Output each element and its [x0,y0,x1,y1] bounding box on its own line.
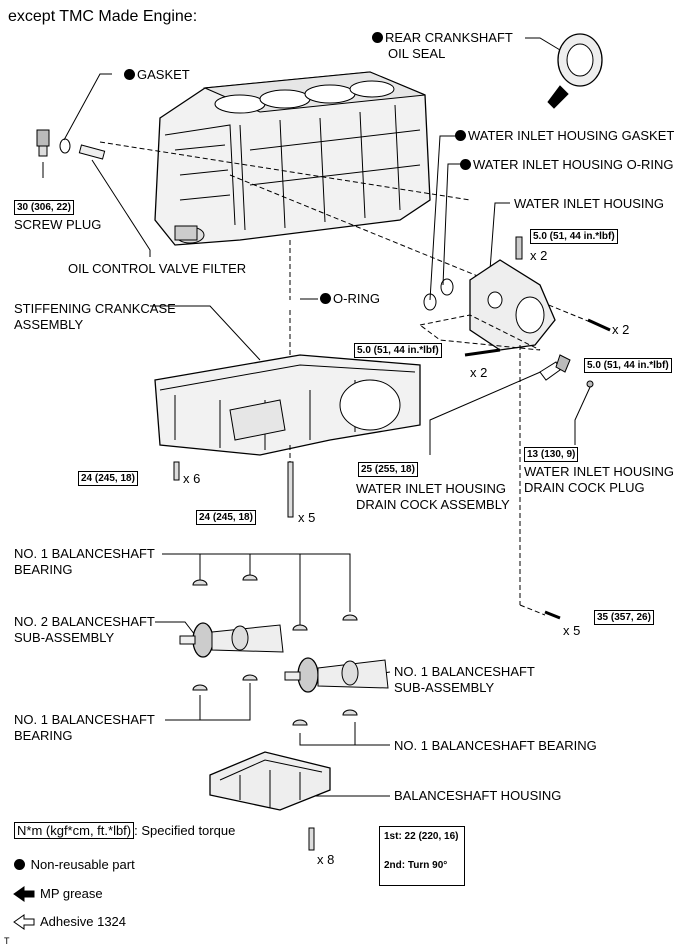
torque-housing-2nd: 2nd: Turn 90° [384,860,448,871]
callout-no1-bearing-top: NO. 1 BALANCESHAFT [14,546,155,561]
callout-screw-plug: SCREW PLUG [14,217,102,232]
callout-no1-bearing-mid-line2: BEARING [14,728,73,743]
legend-torque: N*m (kgf*cm, ft.*lbf): Specified torque [14,822,236,839]
callout-drain-assy-line2: DRAIN COCK ASSEMBLY [356,497,510,512]
legend-non-reusable: Non-reusable part [14,857,135,872]
callout-gasket: GASKET [124,67,190,83]
no1-balanceshaft-drawing [284,657,389,693]
callout-drain-plug: WATER INLET HOUSING [524,464,674,479]
torque-wih-bolt-left: 5.0 (51, 44 in.*lbf) [354,343,442,358]
torque-wih-bolt-right: 5.0 (51, 44 in.*lbf) [584,358,672,373]
legend-adhesive: Adhesive 1324 [40,914,127,929]
callout-stiffening-crankcase-line2: ASSEMBLY [14,317,84,332]
legend-torque-text: : Specified torque [134,823,236,838]
wih-gasket-drawing [423,293,437,311]
torque-wih-bolts-5: 35 (357, 26) [594,610,654,625]
torque-drain-assy: 25 (255, 18) [358,462,418,477]
rear-oil-seal-drawing [547,33,603,109]
footer-mark: T [4,936,10,946]
non-reusable-dot-icon [460,159,471,170]
wih-oring-drawing [440,278,454,296]
callout-no1-balanceshaft: NO. 1 BALANCESHAFT [394,664,535,679]
torque-housing-steps: 1st: 22 (220, 16) 2nd: Turn 90° [379,826,465,886]
gasket-drawing [59,138,71,154]
cylinder-block-drawing [154,71,431,246]
callout-no1-bearing-mid: NO. 1 BALANCESHAFT [14,712,155,727]
no2-balanceshaft-drawing [179,622,284,658]
legend-torque-box: N*m (kgf*cm, ft.*lbf) [14,822,135,839]
callout-no2-balanceshaft: NO. 2 BALANCESHAFT [14,614,155,629]
torque-crankcase-5: 24 (245, 18) [196,510,256,525]
non-reusable-dot-icon [320,293,331,304]
water-inlet-housing-drawing [469,236,556,351]
qty-wih-right: x 2 [612,322,630,337]
non-reusable-dot-icon [372,32,383,43]
callout-ocv-filter: OIL CONTROL VALVE FILTER [68,261,247,276]
callout-drain-plug-line2: DRAIN COCK PLUG [524,480,645,495]
stiffening-crankcase-drawing [154,354,421,456]
callout-wih-gasket: WATER INLET HOUSING GASKET [455,128,674,144]
mp-grease-arrow [13,886,35,902]
qty-wih-5: x 5 [563,623,581,638]
balanceshaft-housing-drawing [209,751,331,811]
qty-wih-top: x 2 [530,248,548,263]
callout-no1-bearing-right: NO. 1 BALANCESHAFT BEARING [394,738,597,753]
qty-crankcase-6: x 6 [183,471,201,486]
non-reusable-dot-icon [124,69,135,80]
callout-balanceshaft-housing: BALANCESHAFT HOUSING [394,788,562,803]
qty-housing-8: x 8 [317,852,335,867]
qty-crankcase-5: x 5 [298,510,316,525]
torque-screw-plug: 30 (306, 22) [14,200,74,215]
torque-drain-plug: 13 (130, 9) [524,447,579,462]
callout-no2-balanceshaft-line2: SUB-ASSEMBLY [14,630,115,645]
legend-mp-grease: MP grease [40,886,103,901]
callout-oring: O-RING [320,291,380,307]
page-title: except TMC Made Engine: [8,8,198,25]
torque-crankcase-6: 24 (245, 18) [78,471,138,486]
oil-control-valve-filter-drawing [78,144,106,160]
callout-rear-oil-seal: REAR CRANKSHAFT [372,30,513,46]
torque-housing-1st: 1st: 22 (220, 16) [384,831,459,842]
torque-wih-bolt-top: 5.0 (51, 44 in.*lbf) [530,229,618,244]
bearing-shell-1 [192,579,208,586]
callout-drain-assy: WATER INLET HOUSING [356,481,506,496]
adhesive-arrow [13,914,35,930]
callout-stiffening-crankcase: STIFFENING CRANKCASE [14,301,176,316]
non-reusable-dot-icon [14,859,25,870]
non-reusable-dot-icon [455,130,466,141]
screw-plug-drawing [36,129,50,157]
callout-wih-oring: WATER INLET HOUSING O-RING [460,157,674,173]
qty-wih-left: x 2 [470,365,488,380]
callout-no1-bearing-top-line2: BEARING [14,562,73,577]
callout-water-inlet-housing: WATER INLET HOUSING [514,196,664,211]
callout-rear-oil-seal-line2: OIL SEAL [388,46,446,61]
callout-no1-balanceshaft-line2: SUB-ASSEMBLY [394,680,495,695]
